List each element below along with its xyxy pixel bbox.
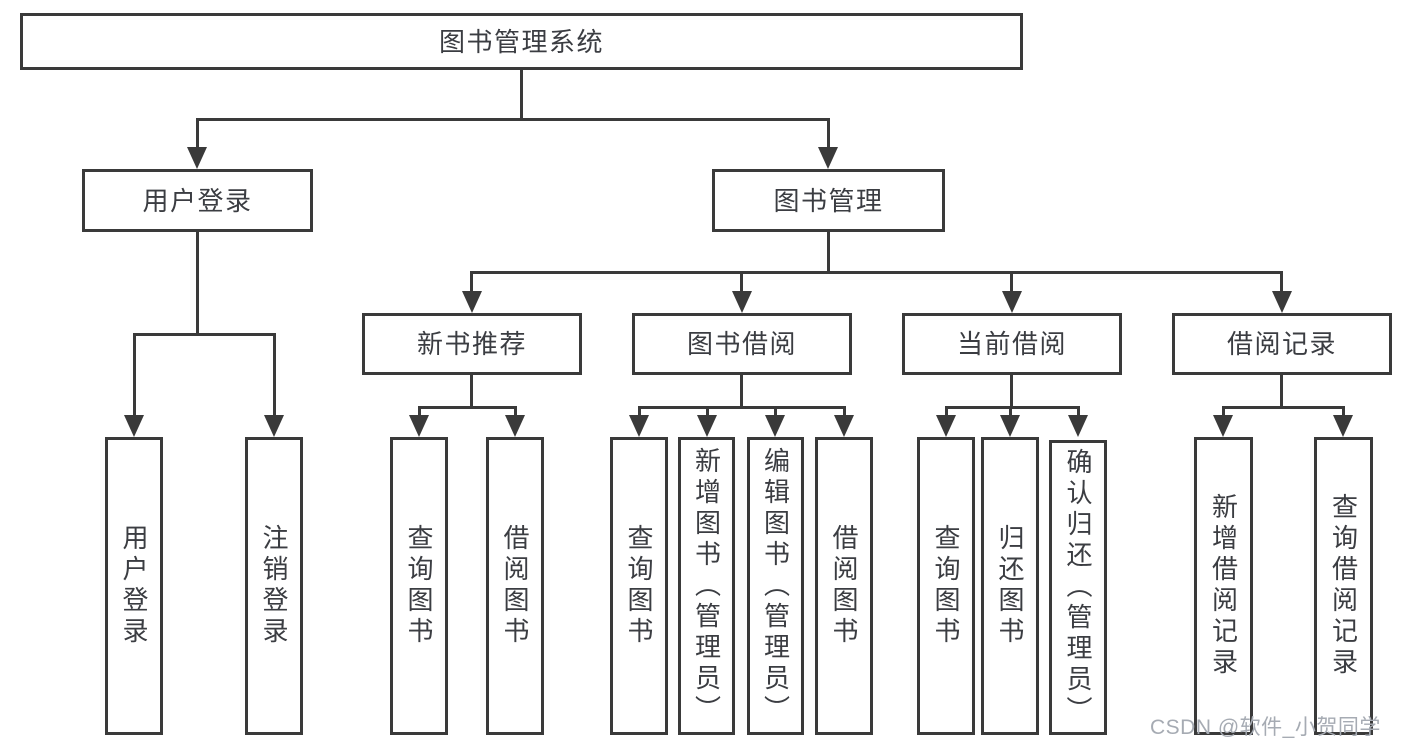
connector-current-hline xyxy=(945,406,1079,409)
arrow-down-icon xyxy=(1333,415,1353,437)
connector-root-drop-2 xyxy=(827,118,830,148)
connector-login-stem xyxy=(196,232,199,335)
connector-records-stem xyxy=(1280,375,1283,408)
arrow-down-icon xyxy=(936,415,956,437)
leaf-return-books: 归还图书 xyxy=(981,437,1039,735)
watermark: CSDN @软件_小贺同学 xyxy=(1150,716,1381,739)
connector-borrow-stem xyxy=(740,375,743,408)
node-label: 编辑图书（管理员） xyxy=(760,446,791,726)
connector-newbook-drop-1 xyxy=(418,406,421,415)
arrow-down-icon xyxy=(124,415,144,437)
connector-root-stem xyxy=(520,70,523,119)
arrow-down-icon xyxy=(462,291,482,313)
connector-current-drop-3 xyxy=(1077,406,1080,415)
node-label: 新增借阅记录 xyxy=(1208,493,1239,679)
connector-current-drop-2 xyxy=(1009,406,1012,415)
arrow-down-icon xyxy=(187,147,207,169)
node-new-book-recommend: 新书推荐 xyxy=(362,313,582,375)
node-label: 借阅图书 xyxy=(829,524,859,648)
node-label: 查询图书 xyxy=(931,524,961,648)
node-label: 查询图书 xyxy=(624,524,654,648)
arrow-down-icon xyxy=(1213,415,1233,437)
connector-records-drop-1 xyxy=(1222,406,1225,415)
arrow-down-icon xyxy=(1000,415,1020,437)
node-label: 用户登录 xyxy=(119,524,149,648)
node-borrowing-records: 借阅记录 xyxy=(1172,313,1392,375)
connector-mgmt-drop-4 xyxy=(1280,271,1283,291)
leaf-add-books-admin: 新增图书（管理员） xyxy=(678,437,735,735)
arrow-down-icon xyxy=(1272,291,1292,313)
connector-mgmt-stem xyxy=(827,232,830,273)
leaf-borrow-books-recommend: 借阅图书 xyxy=(486,437,544,735)
connector-borrow-drop-1 xyxy=(638,406,641,415)
node-root: 图书管理系统 xyxy=(20,13,1023,70)
arrow-down-icon xyxy=(264,415,284,437)
connector-borrow-hline xyxy=(638,406,845,409)
arrow-down-icon xyxy=(505,415,525,437)
connector-records-drop-2 xyxy=(1342,406,1345,415)
node-book-management: 图书管理 xyxy=(712,169,945,232)
leaf-query-borrow-record: 查询借阅记录 xyxy=(1314,437,1373,735)
arrow-down-icon xyxy=(765,415,785,437)
node-label: 注销登录 xyxy=(259,524,289,648)
connector-borrow-drop-2 xyxy=(706,406,709,415)
connector-mgmt-drop-2 xyxy=(740,271,743,291)
arrow-down-icon xyxy=(409,415,429,437)
connector-login-hline xyxy=(133,333,276,336)
arrow-down-icon xyxy=(629,415,649,437)
node-label: 确认归还（管理员） xyxy=(1063,448,1093,727)
connector-borrow-drop-4 xyxy=(843,406,846,415)
connector-root-hline xyxy=(196,118,830,121)
leaf-borrow-books-borrowing: 借阅图书 xyxy=(815,437,873,735)
leaf-query-books-current: 查询图书 xyxy=(917,437,975,735)
connector-login-drop-2 xyxy=(273,333,276,415)
connector-mgmt-drop-3 xyxy=(1010,271,1013,291)
node-label: 图书管理系统 xyxy=(438,26,604,57)
leaf-edit-books-admin: 编辑图书（管理员） xyxy=(747,437,804,735)
arrow-down-icon xyxy=(1002,291,1022,313)
arrow-down-icon xyxy=(1068,415,1088,437)
node-label: 新增图书（管理员） xyxy=(691,446,722,726)
connector-newbook-drop-2 xyxy=(514,406,517,415)
connector-newbook-hline xyxy=(418,406,516,409)
node-label: 图书借阅 xyxy=(686,329,797,359)
connector-borrow-drop-3 xyxy=(774,406,777,415)
connector-records-hline xyxy=(1222,406,1344,409)
node-label: 图书管理 xyxy=(773,185,884,216)
connector-newbook-stem xyxy=(470,375,473,408)
connector-mgmt-hline xyxy=(470,271,1283,274)
node-label: 归还图书 xyxy=(995,524,1025,648)
arrow-down-icon xyxy=(834,415,854,437)
leaf-query-books-recommend: 查询图书 xyxy=(390,437,448,735)
node-label: 借阅图书 xyxy=(500,524,530,648)
connector-root-drop-1 xyxy=(196,118,199,148)
node-user-login: 用户登录 xyxy=(82,169,313,232)
node-label: 用户登录 xyxy=(142,185,253,216)
arrow-down-icon xyxy=(818,147,838,169)
connector-current-drop-1 xyxy=(945,406,948,415)
leaf-user-login: 用户登录 xyxy=(105,437,163,735)
connector-login-drop-1 xyxy=(133,333,136,415)
node-label: 新书推荐 xyxy=(416,329,527,359)
node-book-borrowing: 图书借阅 xyxy=(632,313,852,375)
node-label: 借阅记录 xyxy=(1226,329,1337,359)
connector-current-stem xyxy=(1010,375,1013,408)
node-current-borrowing: 当前借阅 xyxy=(902,313,1122,375)
leaf-confirm-return-admin: 确认归还（管理员） xyxy=(1049,440,1107,735)
leaf-logout: 注销登录 xyxy=(245,437,303,735)
arrow-down-icon xyxy=(697,415,717,437)
node-label: 当前借阅 xyxy=(956,329,1067,359)
node-label: 查询借阅记录 xyxy=(1328,493,1359,679)
node-label: 查询图书 xyxy=(404,524,434,648)
arrow-down-icon xyxy=(732,291,752,313)
connector-mgmt-drop-1 xyxy=(470,271,473,291)
leaf-add-borrow-record: 新增借阅记录 xyxy=(1194,437,1253,735)
leaf-query-books-borrowing: 查询图书 xyxy=(610,437,668,735)
